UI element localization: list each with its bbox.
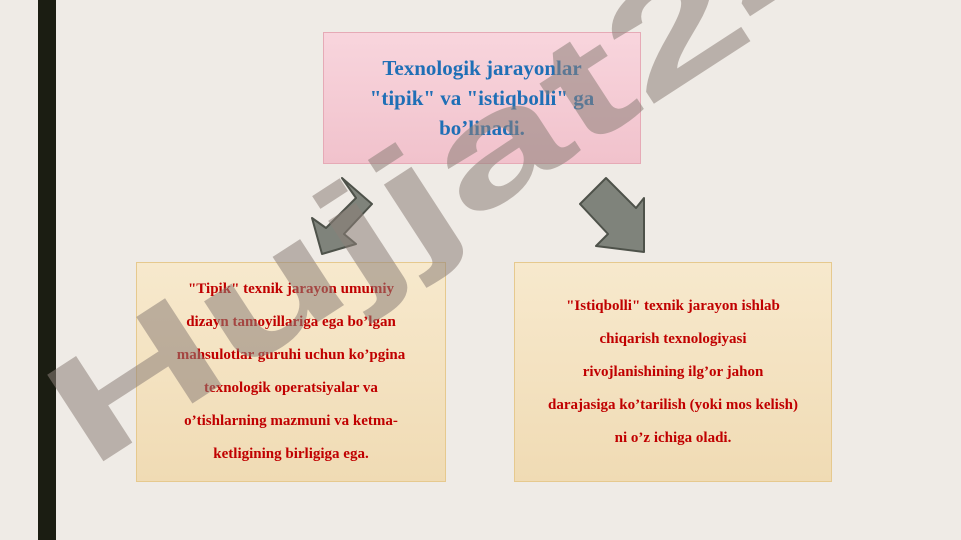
left-accent-bar bbox=[38, 0, 56, 540]
arrow-down-right-icon bbox=[579, 177, 645, 253]
title-box: Texnologik jarayonlar "tipik" va "istiqb… bbox=[323, 32, 641, 164]
tipik-card: "Tipik" texnik jarayon umumiy dizayn tam… bbox=[136, 262, 446, 482]
tipik-card-text: "Tipik" texnik jarayon umumiy dizayn tam… bbox=[176, 281, 406, 462]
istiqbolli-card: "Istiqbolli" texnik jarayon ishlab chiqa… bbox=[514, 262, 832, 482]
title-text: Texnologik jarayonlar "tipik" va "istiqb… bbox=[369, 56, 595, 140]
arrow-down-left-icon bbox=[311, 177, 373, 255]
istiqbolli-card-text: "Istiqbolli" texnik jarayon ishlab chiqa… bbox=[547, 297, 799, 446]
